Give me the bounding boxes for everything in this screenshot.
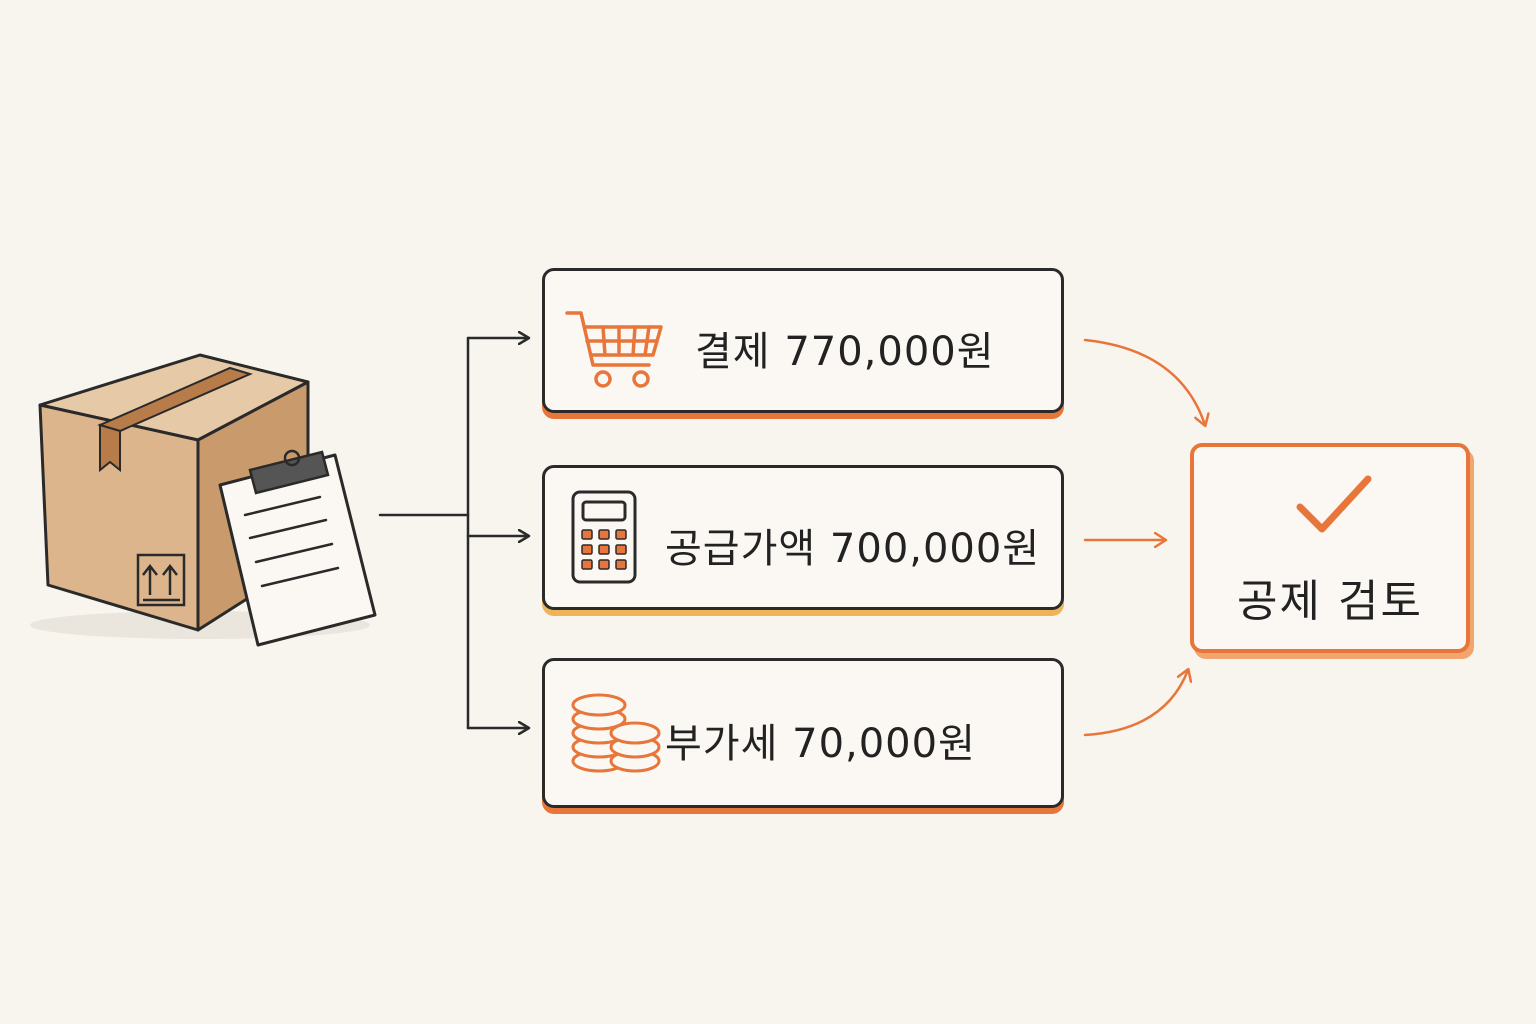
deduction-review-label: 공제 검토 bbox=[1237, 576, 1423, 627]
deduction-review-box: 공제 검토 bbox=[1190, 443, 1470, 653]
vat-label: 부가세 70,000원 bbox=[665, 721, 976, 767]
arrow-vat-to-result bbox=[1083, 670, 1188, 737]
vat-card: 부가세 70,000원 bbox=[542, 658, 1064, 808]
branch-connector bbox=[378, 338, 528, 728]
clipboard-icon bbox=[218, 449, 377, 647]
checkmark-icon bbox=[1296, 475, 1372, 533]
calculator-icon bbox=[571, 490, 637, 584]
payment-card: 결제 770,000원 bbox=[542, 268, 1064, 413]
arrow-payment-to-result bbox=[1083, 338, 1205, 425]
supply-value-card: 공급가액 700,000원 bbox=[542, 465, 1064, 610]
supply-value-label: 공급가액 700,000원 bbox=[665, 526, 1041, 572]
payment-label: 결제 770,000원 bbox=[695, 329, 995, 375]
shopping-cart-icon bbox=[565, 311, 663, 388]
package-box-icon bbox=[30, 353, 370, 639]
coins-icon bbox=[571, 693, 661, 773]
